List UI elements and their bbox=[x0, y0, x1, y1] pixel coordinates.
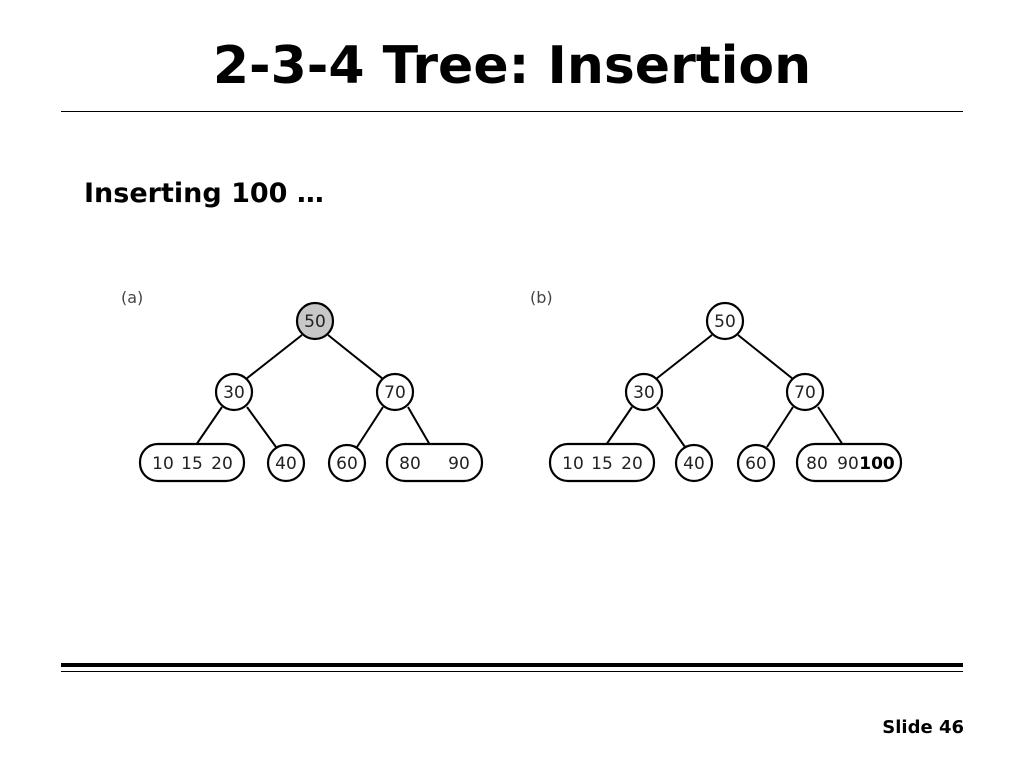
panel-b-label: (b) bbox=[530, 288, 553, 307]
leaf-node: 40 bbox=[674, 443, 714, 483]
node-key: 15 bbox=[591, 454, 613, 474]
root-node: 50 bbox=[295, 301, 335, 341]
edge bbox=[327, 334, 384, 380]
node-key: 70 bbox=[794, 383, 816, 403]
node-key: 20 bbox=[621, 454, 643, 474]
edge bbox=[656, 406, 686, 448]
leaf-node: 60 bbox=[327, 443, 367, 483]
internal-node: 30 bbox=[214, 372, 254, 412]
edge bbox=[817, 406, 844, 446]
leaf-node: 80 90 bbox=[385, 442, 484, 483]
internal-node: 30 bbox=[624, 372, 664, 412]
footer-divider-thick bbox=[61, 663, 963, 667]
title-divider bbox=[61, 111, 963, 112]
leaf-node: 80 90 100 bbox=[795, 442, 903, 483]
node-key: 50 bbox=[304, 312, 326, 332]
node-key: 40 bbox=[683, 454, 705, 474]
footer-divider-thin bbox=[61, 671, 963, 672]
edge bbox=[356, 406, 384, 448]
slide-title: 2-3-4 Tree: Insertion bbox=[212, 36, 812, 96]
slide-number: Slide 46 bbox=[882, 717, 964, 738]
new-key: 100 bbox=[859, 454, 895, 474]
node-key: 20 bbox=[211, 454, 233, 474]
internal-node: 70 bbox=[375, 372, 415, 412]
edge bbox=[766, 406, 794, 448]
node-key: 80 bbox=[806, 454, 828, 474]
leaf-node: 10 15 20 bbox=[548, 442, 656, 483]
node-key: 60 bbox=[745, 454, 767, 474]
edge bbox=[655, 334, 713, 380]
node-key: 60 bbox=[336, 454, 358, 474]
node-key: 10 bbox=[562, 454, 584, 474]
node-key: 10 bbox=[152, 454, 174, 474]
panel-b: (b) 50 30 70 10 15 20 40 bbox=[530, 288, 903, 483]
slide-subtitle: Inserting 100 … bbox=[84, 178, 324, 209]
node-key: 30 bbox=[223, 383, 245, 403]
edge bbox=[407, 406, 431, 446]
root-node: 50 bbox=[705, 301, 745, 341]
node-key: 90 bbox=[837, 454, 859, 474]
node-key: 30 bbox=[633, 383, 655, 403]
edge bbox=[195, 406, 223, 446]
panel-a: (a) 50 30 70 10 15 20 40 bbox=[121, 288, 484, 483]
edge bbox=[245, 334, 303, 380]
node-key: 80 bbox=[399, 454, 421, 474]
node-key: 70 bbox=[384, 383, 406, 403]
leaf-node: 60 bbox=[736, 443, 776, 483]
panel-a-label: (a) bbox=[121, 288, 143, 307]
edge bbox=[737, 334, 794, 380]
node-key: 90 bbox=[448, 454, 470, 474]
node-key: 50 bbox=[714, 312, 736, 332]
node-key: 15 bbox=[181, 454, 203, 474]
node-key: 40 bbox=[275, 454, 297, 474]
internal-node: 70 bbox=[785, 372, 825, 412]
edge bbox=[246, 406, 277, 448]
leaf-node: 10 15 20 bbox=[138, 442, 246, 483]
leaf-node: 40 bbox=[266, 443, 306, 483]
edge bbox=[605, 406, 633, 446]
